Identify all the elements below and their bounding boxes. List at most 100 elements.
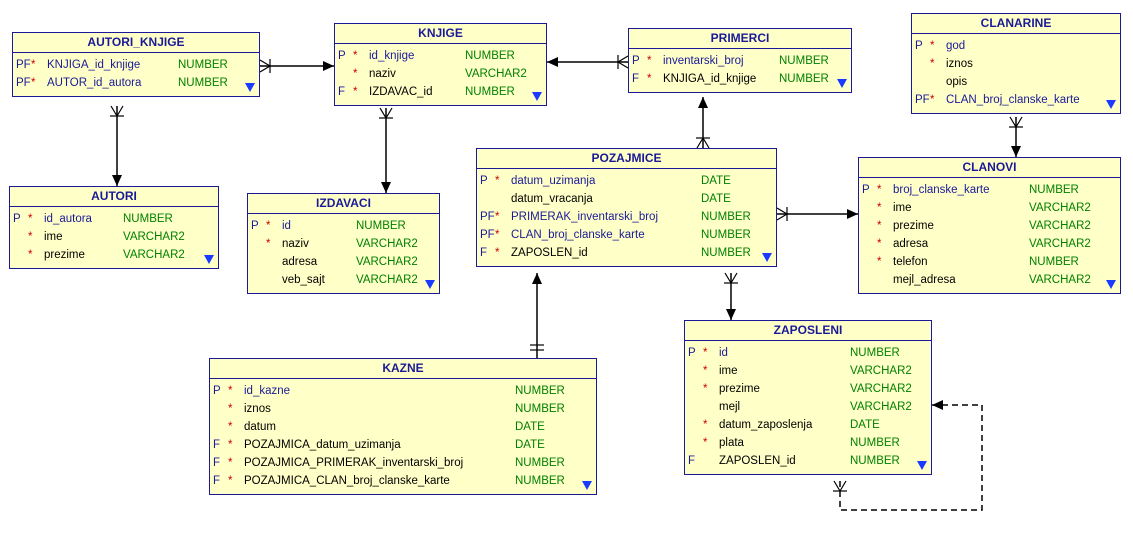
column-type: VARCHAR2: [356, 256, 418, 268]
column-row[interactable]: *iznos: [912, 55, 1120, 73]
column-row[interactable]: PF*CLAN_broj_clanske_karte: [912, 91, 1120, 109]
column-name: iznos: [244, 403, 271, 415]
column-name: POZAJMICA_datum_uzimanja: [244, 439, 401, 451]
column-type: VARCHAR2: [1029, 238, 1091, 250]
key-marker: PF: [915, 94, 930, 106]
mandatory-star-icon: *: [353, 68, 358, 80]
column-type: NUMBER: [701, 247, 751, 259]
table-title: AUTORI: [10, 187, 218, 207]
column-name: datum_zaposlenja: [719, 419, 813, 431]
relationship-knjige-to-izdavaci: [379, 107, 393, 193]
relationship-kazne-to-pozajmice: [530, 273, 544, 358]
mandatory-star-icon: *: [703, 419, 708, 431]
table-title: CLANOVI: [859, 158, 1120, 178]
relationship-pozajmice-to-zaposleni: [724, 272, 738, 320]
scroll-down-icon[interactable]: [1106, 280, 1116, 289]
column-type: NUMBER: [515, 457, 565, 469]
scroll-down-icon[interactable]: [917, 461, 927, 470]
scroll-down-icon[interactable]: [204, 255, 214, 264]
mandatory-star-icon: *: [28, 249, 33, 261]
column-type: DATE: [515, 439, 545, 451]
scroll-down-icon[interactable]: [837, 79, 847, 88]
table-title: AUTORI_KNJIGE: [13, 33, 259, 53]
scroll-down-icon[interactable]: [425, 280, 435, 289]
column-row[interactable]: P*god: [912, 37, 1120, 55]
relationship-autori-knjige-to-knjige: [259, 59, 334, 73]
arrowhead-icon: [323, 61, 334, 71]
mandatory-star-icon: *: [228, 475, 233, 487]
column-type: NUMBER: [178, 59, 228, 71]
mandatory-star-icon: *: [31, 59, 36, 71]
column-name: datum_vracanja: [511, 193, 593, 205]
mandatory-star-icon: *: [495, 247, 500, 259]
arrowhead-icon: [112, 175, 122, 186]
column-type: VARCHAR2: [1029, 220, 1091, 232]
mandatory-star-icon: *: [228, 439, 233, 451]
table-title: KAZNE: [210, 359, 596, 379]
column-name: plata: [719, 437, 744, 449]
key-marker: F: [213, 475, 221, 487]
column-row[interactable]: opis: [912, 73, 1120, 91]
scroll-down-icon[interactable]: [532, 92, 542, 101]
scroll-down-icon[interactable]: [762, 253, 772, 262]
scroll-down-icon[interactable]: [582, 481, 592, 490]
mandatory-star-icon: *: [703, 365, 708, 377]
table-title: PRIMERCI: [629, 29, 851, 49]
scroll-down-icon[interactable]: [245, 83, 255, 92]
mandatory-star-icon: *: [703, 347, 708, 359]
column-name: POZAJMICA_CLAN_broj_clanske_karte: [244, 475, 450, 487]
scroll-down-icon[interactable]: [1106, 100, 1116, 109]
